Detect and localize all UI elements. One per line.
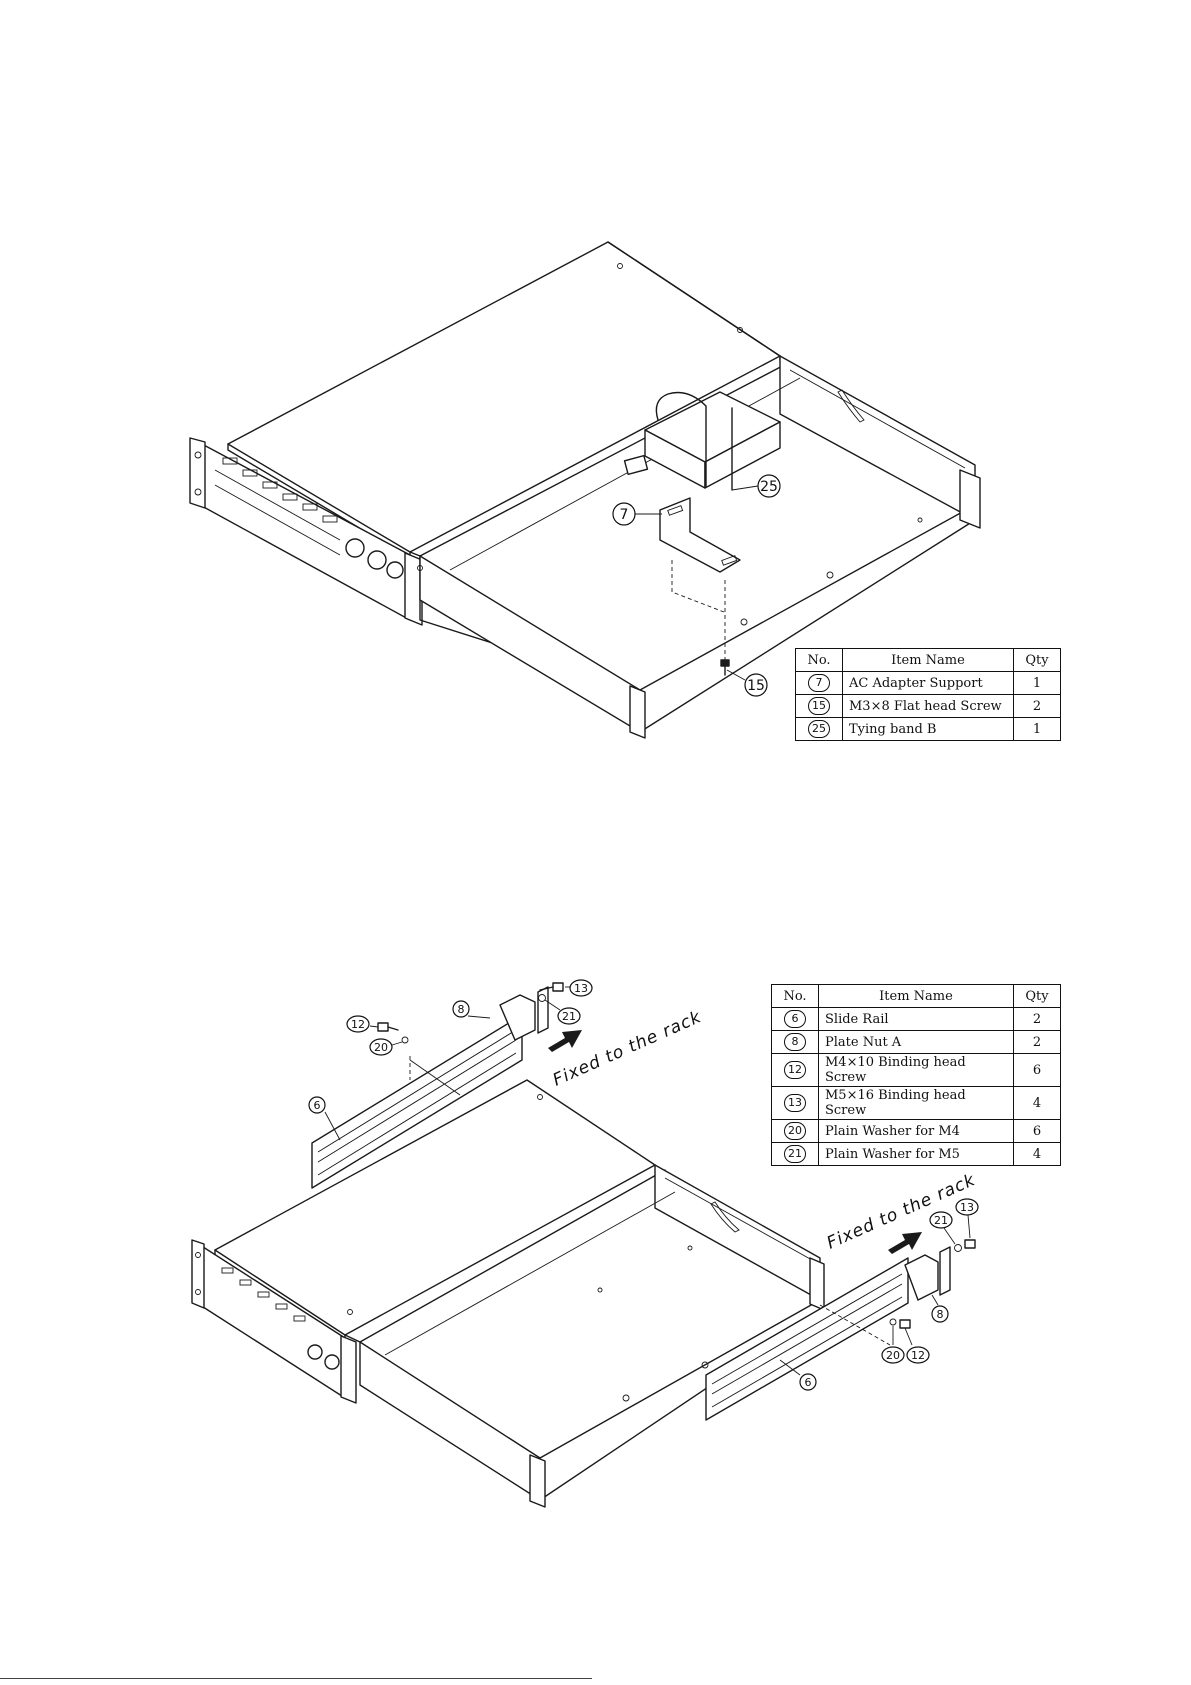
table-row: 8 Plate Nut A 2 <box>771 1030 1061 1054</box>
item-name: M4×10 Binding head Screw <box>818 1053 1014 1087</box>
callout-7: 7 <box>612 502 662 526</box>
item-qty: 6 <box>1013 1053 1061 1087</box>
svg-text:21: 21 <box>934 1214 948 1227</box>
callout-13-right: 13 <box>955 1198 979 1239</box>
svg-text:21: 21 <box>562 1010 576 1023</box>
front-panel-controls-2 <box>221 1267 340 1370</box>
table-row: 7 AC Adapter Support 1 <box>795 671 1061 695</box>
table-row: 15 M3×8 Flat head Screw 2 <box>795 694 1061 718</box>
ac-adapter-support-bracket <box>659 497 741 573</box>
svg-text:8: 8 <box>937 1308 944 1321</box>
item-number: 21 <box>784 1145 806 1163</box>
svg-text:8: 8 <box>458 1003 465 1016</box>
svg-text:20: 20 <box>886 1349 900 1362</box>
item-qty: 1 <box>1013 717 1061 741</box>
callout-21-right: 21 <box>929 1211 956 1245</box>
item-number: 12 <box>784 1061 806 1079</box>
slide-rail-right <box>705 1246 951 1421</box>
item-name: Plate Nut A <box>818 1030 1014 1054</box>
table-row: 21 Plain Washer for M5 4 <box>771 1142 1061 1166</box>
callout-15: 15 <box>726 669 768 697</box>
item-qty: 4 <box>1013 1086 1061 1120</box>
table-header-row: No. Item Name Qty <box>795 648 1061 672</box>
parts-table-2: No. Item Name Qty 6 Slide Rail 2 8 Plate… <box>771 984 1061 1166</box>
figure1-chassis <box>189 241 981 739</box>
item-number: 20 <box>784 1122 806 1140</box>
item-name: Plain Washer for M5 <box>818 1142 1014 1166</box>
arrow-right <box>888 1232 922 1254</box>
item-name: Tying band B <box>842 717 1014 741</box>
header-no: No. <box>795 648 843 672</box>
svg-text:13: 13 <box>960 1201 974 1214</box>
footer-rule <box>0 1678 592 1679</box>
svg-text:12: 12 <box>351 1018 365 1031</box>
item-qty: 4 <box>1013 1142 1061 1166</box>
callout-6-left: 6 <box>308 1096 341 1141</box>
arrow-left <box>548 1030 582 1052</box>
svg-text:6: 6 <box>314 1099 321 1112</box>
item-qty: 1 <box>1013 671 1061 695</box>
item-number: 13 <box>784 1094 806 1112</box>
callout-21-left: 21 <box>544 999 581 1025</box>
rack-note-right: Fixed to the rack <box>824 1170 979 1254</box>
item-number: 15 <box>808 697 830 715</box>
callout-6-right: 6 <box>779 1359 817 1391</box>
callout-20-right: 20 <box>881 1326 905 1364</box>
svg-text:25: 25 <box>760 479 778 495</box>
table-row: 6 Slide Rail 2 <box>771 1007 1061 1031</box>
header-no: No. <box>771 984 819 1008</box>
item-name: Slide Rail <box>818 1007 1014 1031</box>
item-qty: 6 <box>1013 1119 1061 1143</box>
header-qty: Qty <box>1013 984 1061 1008</box>
header-qty: Qty <box>1013 648 1061 672</box>
item-name: Plain Washer for M4 <box>818 1119 1014 1143</box>
callout-20-left: 20 <box>369 1038 403 1056</box>
item-number: 8 <box>784 1033 806 1051</box>
svg-text:13: 13 <box>574 982 588 995</box>
screw-m5-right <box>954 1239 976 1252</box>
svg-text:6: 6 <box>805 1376 812 1389</box>
header-item-name: Item Name <box>842 648 1014 672</box>
callout-8-right: 8 <box>931 1294 949 1323</box>
ac-adapter <box>623 391 781 491</box>
callout-25: 25 <box>731 474 781 498</box>
table-header-row: No. Item Name Qty <box>771 984 1061 1008</box>
item-qty: 2 <box>1013 1030 1061 1054</box>
flat-head-screw <box>720 659 730 676</box>
item-number: 25 <box>808 720 830 738</box>
item-number: 6 <box>784 1010 806 1028</box>
item-name: M5×16 Binding head Screw <box>818 1086 1014 1120</box>
svg-text:15: 15 <box>747 678 765 694</box>
svg-text:12: 12 <box>911 1349 925 1362</box>
item-qty: 2 <box>1013 694 1061 718</box>
item-number: 7 <box>808 674 830 692</box>
svg-text:20: 20 <box>374 1041 388 1054</box>
callout-13-left: 13 <box>565 979 593 997</box>
item-qty: 2 <box>1013 1007 1061 1031</box>
figure2-chassis <box>191 1079 825 1508</box>
item-name: AC Adapter Support <box>842 671 1014 695</box>
table-row: 13 M5×16 Binding head Screw 4 <box>771 1086 1061 1120</box>
parts-table-1: No. Item Name Qty 7 AC Adapter Support 1… <box>795 648 1061 741</box>
table-row: 12 M4×10 Binding head Screw 6 <box>771 1053 1061 1087</box>
svg-text:7: 7 <box>620 507 629 523</box>
slide-rail-left <box>311 986 549 1189</box>
screw-m5-left <box>538 982 564 1002</box>
front-panel-controls <box>214 457 404 579</box>
callout-12-left: 12 <box>346 1015 379 1033</box>
table-row: 20 Plain Washer for M4 6 <box>771 1119 1061 1143</box>
callout-12-right: 12 <box>904 1327 930 1364</box>
table-row: 25 Tying band B 1 <box>795 717 1061 741</box>
header-item-name: Item Name <box>818 984 1014 1008</box>
callout-8-left: 8 <box>452 1000 491 1019</box>
item-name: M3×8 Flat head Screw <box>842 694 1014 718</box>
